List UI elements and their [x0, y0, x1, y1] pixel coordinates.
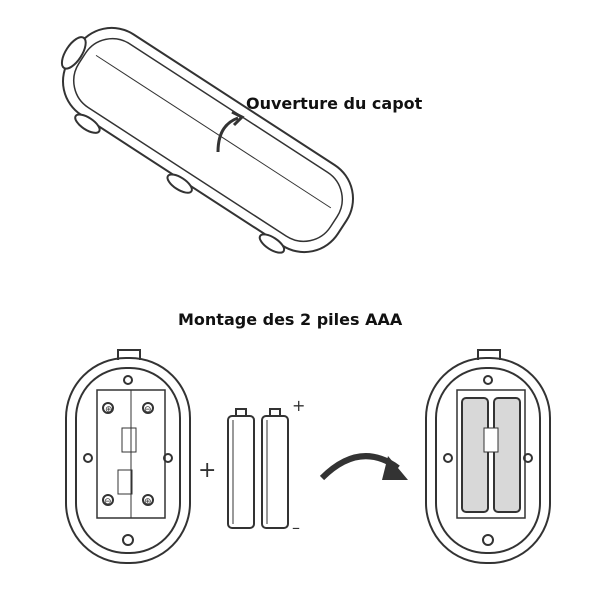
- svg-text:⊕: ⊕: [144, 497, 152, 507]
- aaa-battery-icon: [227, 408, 255, 529]
- battery-holder-empty-icon: [65, 349, 191, 564]
- svg-text:⊖: ⊖: [144, 405, 152, 415]
- curved-arrow-icon: [319, 453, 408, 481]
- cover-opening-label: Ouverture du capot: [246, 94, 423, 113]
- device-cover-icon: [60, 26, 354, 254]
- plus-sign: +: [198, 458, 217, 483]
- svg-text:⊕: ⊕: [105, 405, 113, 415]
- battery-holder-full-icon: [425, 349, 551, 564]
- svg-text:⊖: ⊖: [104, 497, 112, 507]
- open-arrow-icon: [216, 116, 239, 153]
- aaa-battery-icon: [261, 408, 289, 529]
- battery-minus-sign: –: [292, 518, 300, 537]
- battery-mounting-label: Montage des 2 piles AAA: [178, 310, 403, 329]
- battery-plus-sign: +: [292, 396, 306, 415]
